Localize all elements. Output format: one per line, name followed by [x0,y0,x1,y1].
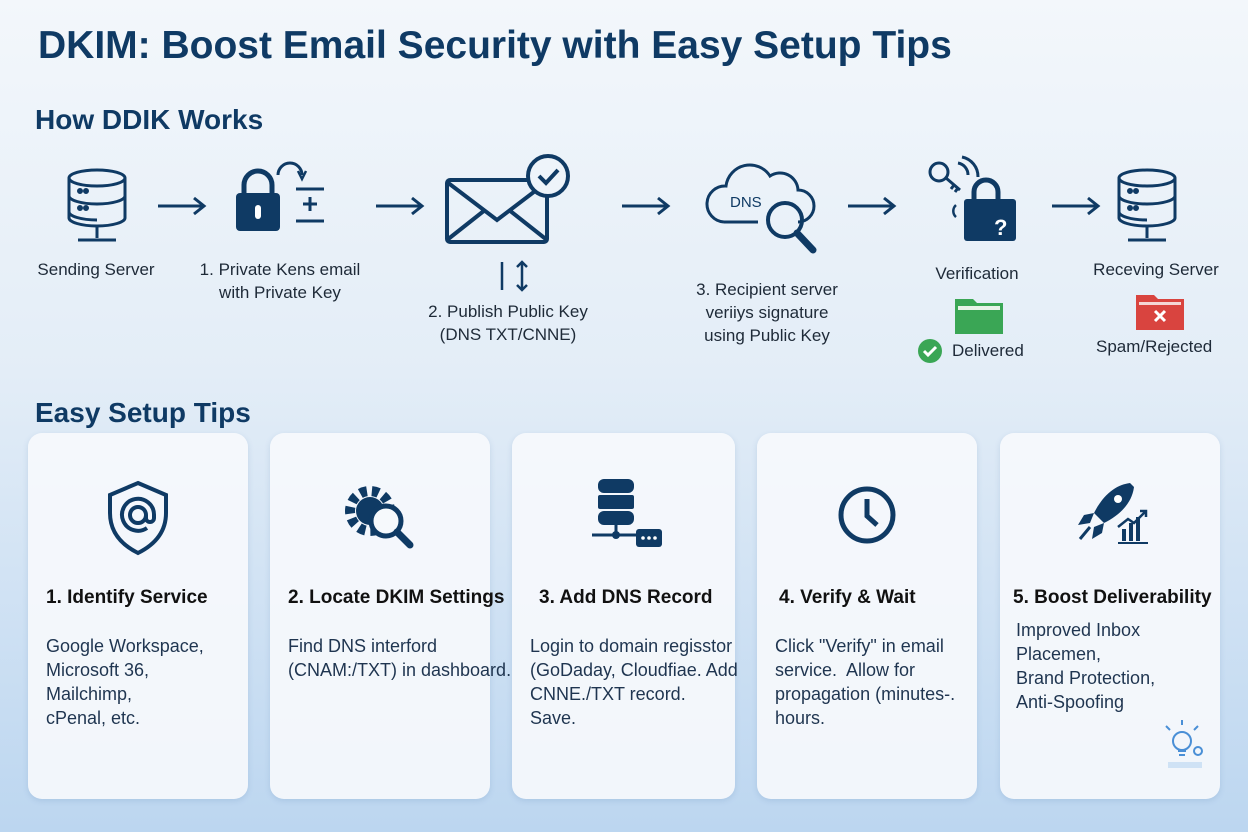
tip-card-identify-service: 1. Identify Service Google Workspace, Mi… [28,433,248,799]
svg-text:?: ? [994,215,1007,240]
tip-card-boost-deliverability: 5. Boost Deliverability Improved Inbox P… [1000,433,1220,799]
step-label-sign: 1. Private Kens email with Private Key [199,260,361,302]
arrow-right-icon [1052,196,1101,216]
tip-body: Improved Inbox Placemen, Brand Protectio… [1016,620,1156,712]
tip-title: 1. Identify Service [46,587,208,608]
tip-card-add-dns-record: 3. Add DNS Record Login to domain regiss… [512,433,738,799]
envelope-check-icon [445,154,570,244]
dns-cloud-search-icon: DNS [702,156,822,256]
tip-body: Click "Verify" in email service. Allow f… [775,636,956,728]
tip-title: 2. Locate DKIM Settings [288,587,505,608]
receiving-server-icon [1117,168,1177,242]
bidirectional-arrow-icon [500,260,528,292]
key-lock-icon: ? [928,155,1016,241]
dns-label: DNS [730,194,762,211]
step-label-verification: Verification [935,264,1019,283]
shield-at-icon [108,480,168,556]
tip-title: 3. Add DNS Record [539,587,713,608]
tip-body: Google Workspace, Microsoft 36, Mailchim… [46,636,204,728]
check-circle-icon [918,339,942,363]
delivered-label: Delivered [952,341,1024,360]
page-title: DKIM: Boost Email Security with Easy Set… [38,24,952,67]
gear-search-icon [345,486,414,549]
step-label-receiving-server: Receving Server [1093,260,1219,279]
lightbulb-gear-icon [1165,720,1203,768]
rocket-chart-icon [1078,483,1148,544]
arrow-right-icon [376,196,425,216]
tip-body: Login to domain regisstor (GoDaday, Clou… [530,636,738,728]
rejected-label: Spam/Rejected [1096,337,1213,356]
arrow-right-icon [622,196,671,216]
green-folder-icon [955,299,1003,334]
arrow-right-icon [158,196,207,216]
step-label-publish: 2. Publish Public Key (DNS TXT/CNNE) [428,302,588,344]
setup-tips-heading: Easy Setup Tips [35,397,251,428]
tip-title: 4. Verify & Wait [779,587,916,608]
tip-body: Find DNS interford (CNAM:/TXT) in dashbo… [288,636,512,680]
sending-server-icon [67,168,127,242]
arrow-right-icon [848,196,897,216]
tip-card-locate-settings: 2. Locate DKIM Settings Find DNS interfo… [270,433,511,799]
red-folder-x-icon [1136,295,1184,330]
tip-card-verify-wait: 4. Verify & Wait Click "Verify" in email… [757,433,977,799]
step-label-sending-server: Sending Server [37,260,155,279]
how-it-works-heading: How DDIK Works [35,104,264,135]
step-label-verify: 3. Recipient server veriiys signature us… [696,280,838,345]
lock-icon [236,161,324,231]
tip-title: 5. Boost Deliverability [1013,587,1212,608]
database-chat-icon [591,479,662,547]
clock-icon [838,486,896,544]
